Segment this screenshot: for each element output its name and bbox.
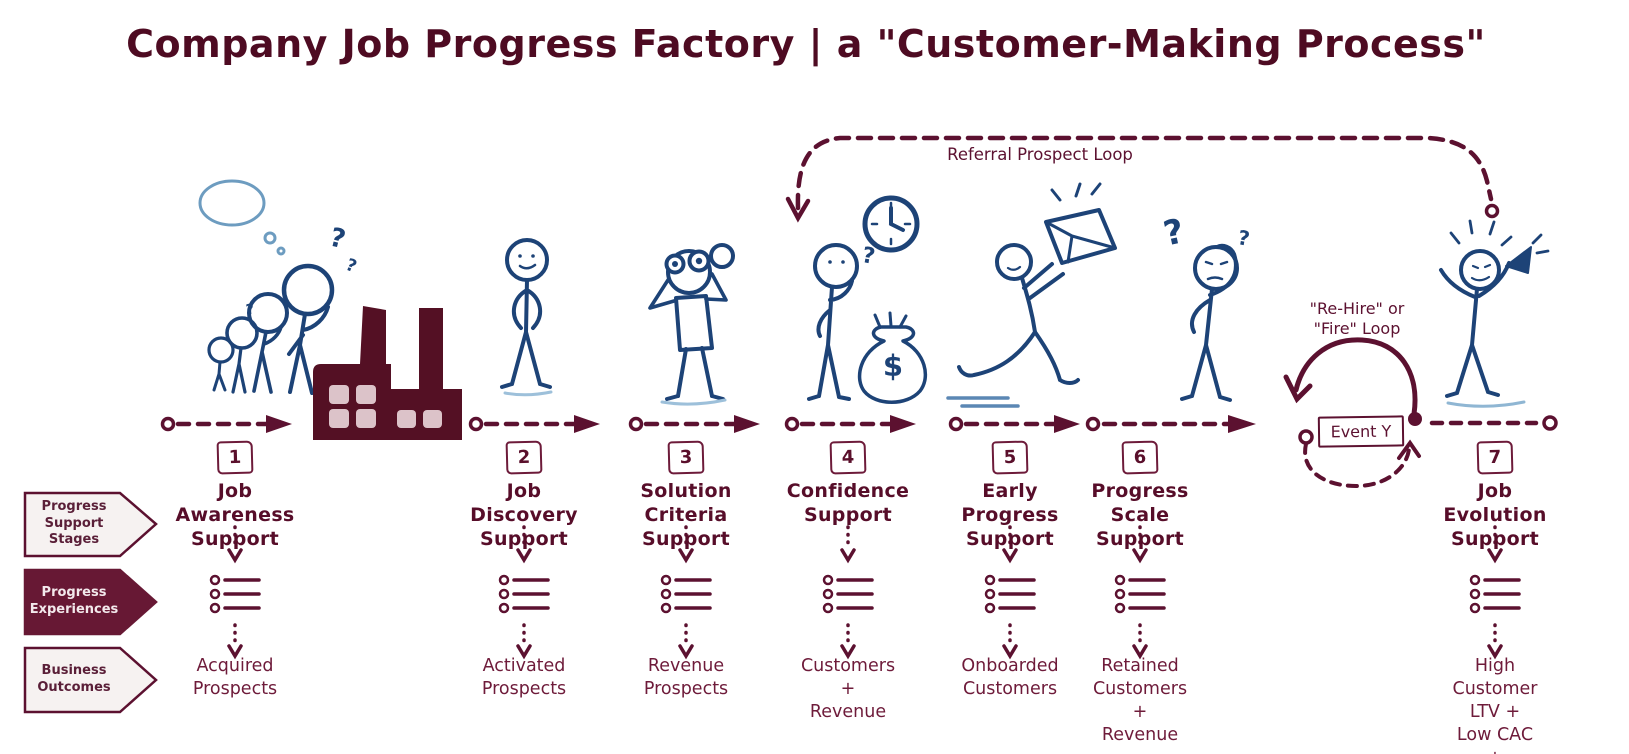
stage-outcome: Onboarded Customers <box>961 656 1059 699</box>
legend-outcomes-label: Business Outcomes <box>37 663 111 695</box>
clock-icon <box>862 195 920 253</box>
stage-number: 5 <box>1003 446 1017 469</box>
stage-number-box: 3 <box>667 440 705 475</box>
stage-number-box: 4 <box>829 440 867 475</box>
stage-number: 7 <box>1488 446 1502 469</box>
stage-title: Progress Scale Support <box>1091 480 1189 550</box>
stage-number: 3 <box>679 446 693 469</box>
column-decorations <box>209 525 1521 658</box>
confused-person-figure <box>1180 243 1239 402</box>
celebrating-person-figure <box>1439 219 1550 408</box>
factory-icon <box>313 306 462 440</box>
referral-loop-arrow <box>785 135 1500 223</box>
stage-title: Job Evolution Support <box>1443 480 1547 550</box>
page-title: Company Job Progress Factory | a "Custom… <box>126 22 1486 66</box>
stage-number-box: 1 <box>216 440 254 475</box>
legend-experiences-label: Progress Experiences <box>29 585 119 617</box>
stage-number: 1 <box>228 446 242 469</box>
question-mark-glyph: ? <box>244 301 256 319</box>
stage-title: Job Awareness Support <box>175 480 295 550</box>
binoculars-person-figure <box>648 243 735 406</box>
legend-outcomes-badge <box>23 646 158 714</box>
stage-outcome: Retained Customers + Revenue <box>1092 656 1188 745</box>
stage-title: Solution Criteria Support <box>640 480 732 550</box>
legend-stages-badge <box>23 491 158 558</box>
stage-title: Confidence Support <box>786 480 910 526</box>
stage-outcome: Acquired Prospects <box>192 656 278 699</box>
binoculars-icon <box>664 243 735 275</box>
stage-number-box: 5 <box>991 440 1029 475</box>
stage-title: Job Discovery Support <box>470 480 578 550</box>
stage-number-box: 7 <box>1476 440 1514 475</box>
stage-outcome: Activated Prospects <box>481 656 567 699</box>
rehire-fire-loop-label: "Re-Hire" or "Fire" Loop <box>1309 299 1405 338</box>
thought-bubble-icon <box>198 179 286 256</box>
money-bag-icon <box>857 311 928 404</box>
stage-number: 4 <box>841 446 855 469</box>
stage-outcome: High Customer LTV + Low CAC + Referrals <box>1452 656 1538 754</box>
waiting-prospects-queue-figure <box>198 179 335 395</box>
stage-outcome: Customers + Revenue <box>800 656 896 722</box>
stage-number-box: 2 <box>505 440 543 475</box>
legend-experiences-badge <box>23 568 158 636</box>
running-person-with-box-figure <box>946 182 1117 408</box>
legend-badges <box>23 491 158 714</box>
event-y-box: Event Y <box>1317 415 1405 448</box>
legend-stages-label: Progress Support Stages <box>41 499 107 547</box>
thinking-person-figure <box>807 195 928 404</box>
rehire-fire-loop-arrows <box>1283 337 1422 489</box>
stage-title: Early Progress Support <box>961 480 1059 550</box>
stage-number-box: 6 <box>1121 440 1159 475</box>
timeline-arrows <box>163 415 1558 433</box>
stage-number: 2 <box>517 446 531 469</box>
referral-loop-label: Referral Prospect Loop <box>947 145 1133 164</box>
stage-outcome: Revenue Prospects <box>643 656 729 699</box>
dollar-sign-glyph: $ <box>882 349 904 383</box>
stage-number: 6 <box>1133 446 1147 469</box>
standing-person-figure <box>500 238 553 397</box>
